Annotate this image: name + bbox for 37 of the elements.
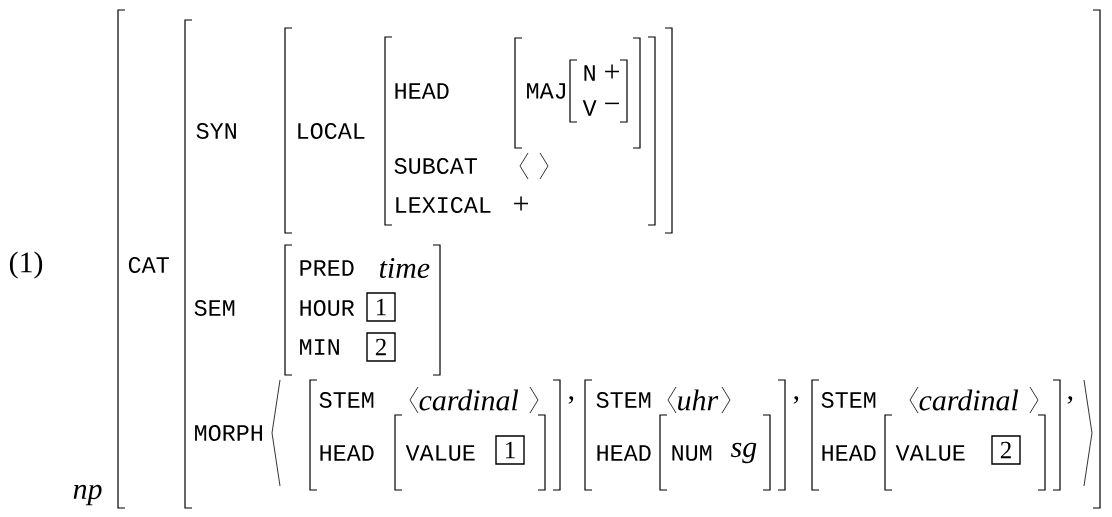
feature-name: HEAD (395, 83, 449, 99)
feature-name: V (582, 100, 597, 116)
feature-name: STEM (821, 392, 876, 408)
feature-name: LOCAL (298, 123, 365, 139)
value-symbol: + (514, 196, 528, 211)
comma: , (793, 396, 799, 404)
value-text: cardinal (419, 389, 519, 411)
feature-name: MIN (300, 339, 339, 355)
comma: , (568, 396, 574, 404)
feature-name: SYN (196, 123, 236, 139)
category-label: np (73, 484, 102, 506)
feature-name: VALUE (895, 445, 965, 461)
value-text: uhr (678, 389, 719, 411)
value-text: time (379, 257, 430, 279)
value-symbol: + (605, 64, 619, 79)
feature-name: N (584, 65, 595, 81)
boxed-tag: 1 (495, 435, 525, 465)
feature-name: SUBCAT (394, 158, 477, 174)
feature-name: HEAD (320, 445, 374, 461)
feature-name: CAT (128, 257, 169, 273)
feature-name: HEAD (597, 445, 651, 461)
value-text: sg (730, 442, 757, 464)
comma: , (1067, 396, 1073, 404)
feature-name: STEM (319, 392, 374, 408)
boxed-tag: 1 (366, 292, 396, 322)
boxed-tag: 2 (991, 435, 1021, 465)
feature-name: MORPH (195, 425, 262, 441)
feature-name: HEAD (822, 445, 876, 461)
feature-name: MAJ (527, 83, 565, 99)
feature-name: HOUR (300, 300, 355, 316)
feature-name: SEM (194, 300, 235, 316)
feature-name: NUM (672, 445, 712, 461)
example-number: (1) (9, 251, 43, 279)
value-symbol: − (605, 102, 619, 105)
boxed-tag: 2 (366, 332, 396, 362)
feature-name: LEXICAL (396, 197, 491, 213)
feature-name: STEM (596, 392, 651, 408)
